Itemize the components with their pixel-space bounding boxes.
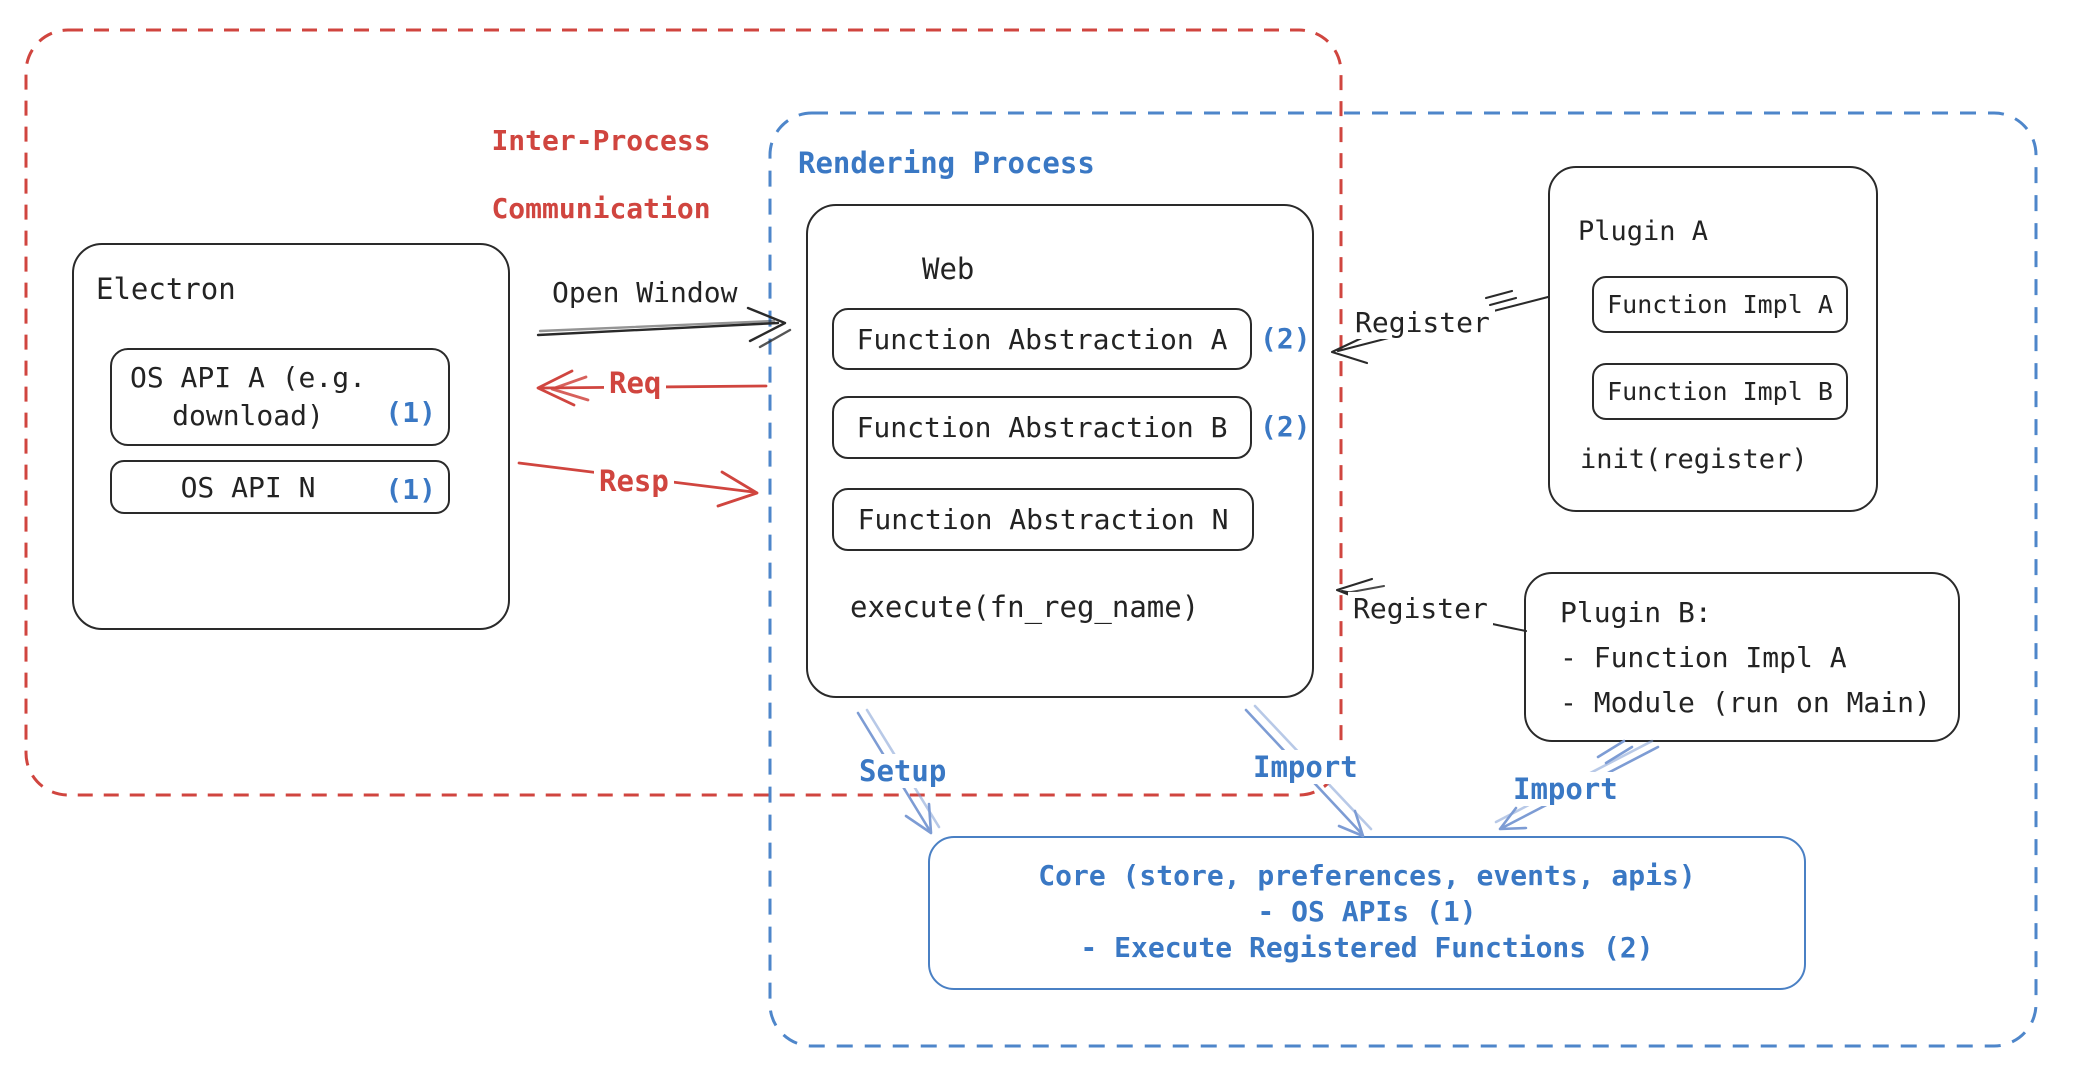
plugin-b-box: Plugin B: - Function Impl A - Module (ru…	[1524, 572, 1960, 742]
plugin-b-item-module: - Module (run on Main)	[1560, 686, 1931, 719]
os-api-a-box: OS API A (e.g. download) (1)	[110, 348, 450, 446]
os-api-a-label-line1: OS API A (e.g.	[129, 361, 366, 394]
ipc-group-outline	[24, 28, 1343, 797]
ipc-group-label-line2: Communication	[491, 192, 711, 225]
function-abstraction-b-label: Function Abstraction B	[856, 411, 1228, 444]
os-api-n-number-badge: (1)	[385, 473, 436, 506]
electron-box: Electron OS API A (e.g. download) (1) OS…	[72, 243, 510, 630]
function-abstraction-a-number-badge: (2)	[1260, 322, 1311, 355]
setup-label: Setup	[854, 754, 952, 788]
os-api-a-label-line2: download)	[172, 399, 324, 432]
os-api-n-label: OS API N	[180, 470, 316, 504]
function-abstraction-n-label: Function Abstraction N	[857, 503, 1229, 536]
register-top-label: Register	[1350, 306, 1495, 339]
core-title: Core (store, preferences, events, apis)	[1038, 859, 1696, 892]
core-item-execute-registered: - Execute Registered Functions (2)	[1080, 931, 1654, 964]
open-window-arrow	[536, 306, 792, 349]
function-abstraction-n-box: Function Abstraction N	[832, 488, 1254, 551]
function-abstraction-b-box: Function Abstraction B	[832, 396, 1252, 459]
import-web-label: Import	[1248, 750, 1363, 784]
function-abstraction-a-label: Function Abstraction A	[856, 322, 1228, 356]
rendering-group-label: Rendering Process	[798, 146, 1095, 180]
ipc-group-label: Inter-Process Communication	[424, 90, 711, 260]
os-api-n-box: OS API N (1)	[110, 460, 450, 514]
electron-title: Electron	[96, 272, 236, 306]
ipc-group-label-line1: Inter-Process	[491, 124, 711, 157]
rendering-group-outline	[768, 111, 2038, 1048]
plugin-a-title: Plugin A	[1578, 216, 1709, 247]
import-plugin-b-label: Import	[1508, 772, 1623, 806]
plugin-a-box: Plugin A Function Impl A Function Impl B…	[1548, 166, 1878, 512]
plugin-b-item-function-impl-a: - Function Impl A	[1560, 641, 1847, 674]
function-impl-a-label: Function Impl A	[1607, 290, 1833, 319]
req-label: Req	[604, 366, 667, 400]
function-impl-b-box: Function Impl B	[1592, 363, 1848, 420]
execute-label: execute(fn_reg_name)	[850, 590, 1200, 624]
resp-label: Resp	[594, 464, 674, 498]
function-abstraction-b-number-badge: (2)	[1260, 410, 1311, 443]
register-bottom-label: Register	[1348, 592, 1493, 625]
plugin-b-title: Plugin B:	[1560, 596, 1712, 629]
open-window-label: Open Window	[552, 276, 738, 309]
os-api-a-number-badge: (1)	[385, 396, 436, 429]
core-item-os-apis: - OS APIs (1)	[1257, 895, 1477, 928]
function-impl-b-label: Function Impl B	[1607, 377, 1833, 406]
function-abstraction-a-box: Function Abstraction A	[832, 308, 1252, 370]
core-box: Core (store, preferences, events, apis) …	[928, 836, 1806, 990]
function-impl-a-box: Function Impl A	[1592, 276, 1848, 333]
web-title: Web	[922, 252, 975, 286]
init-register-label: init(register)	[1580, 444, 1808, 475]
web-box: Web Function Abstraction A Function Abst…	[806, 204, 1314, 698]
